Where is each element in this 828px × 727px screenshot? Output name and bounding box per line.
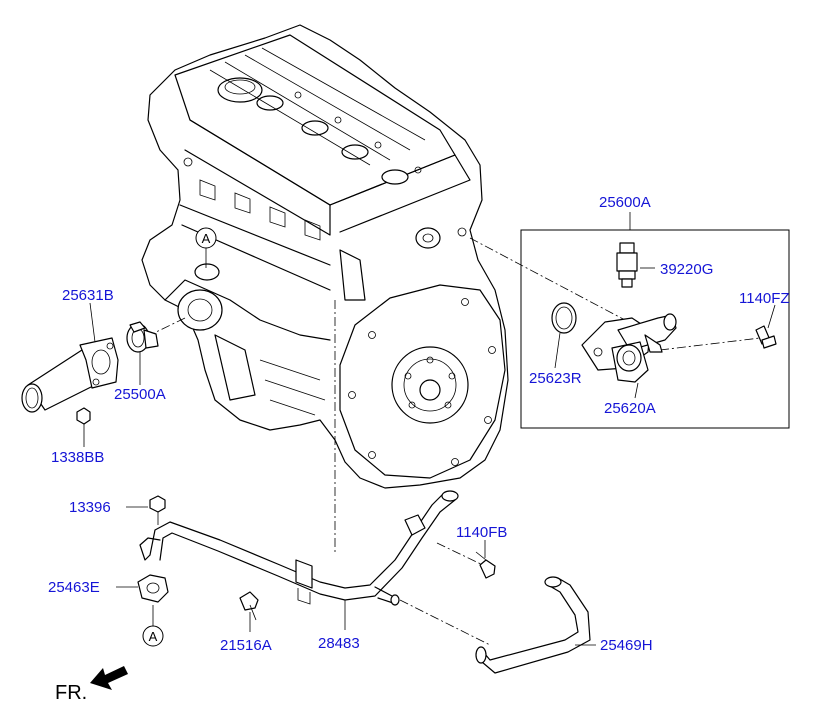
label-1338bb[interactable]: 1338BB xyxy=(51,449,105,466)
bolt-1140fz xyxy=(755,304,777,349)
thermostat-cover xyxy=(21,302,119,413)
hose-25469h xyxy=(475,576,596,674)
reference-marker-bottom-text: A xyxy=(149,629,158,644)
label-25623r[interactable]: 25623R xyxy=(529,370,582,387)
label-25631b[interactable]: 25631B xyxy=(62,287,114,304)
label-21516a[interactable]: 21516A xyxy=(220,637,272,654)
engine-block xyxy=(141,24,509,489)
water-pipe-28483 xyxy=(139,490,459,630)
label-25463e[interactable]: 25463E xyxy=(48,579,100,596)
front-indicator-label: FR. xyxy=(55,682,88,704)
label-39220g[interactable]: 39220G xyxy=(660,261,714,278)
nut-1338bb xyxy=(76,407,91,447)
water-outlet-fitting xyxy=(581,313,677,399)
label-25600a[interactable]: 25600A xyxy=(599,194,651,211)
gasket-25463e xyxy=(116,574,169,603)
fitting-assembly-box xyxy=(520,212,790,429)
reference-marker-top-text: A xyxy=(202,231,211,246)
thermostat xyxy=(126,321,159,385)
reference-marker-bottom: A xyxy=(142,605,164,647)
temperature-sensor xyxy=(616,242,655,288)
reference-marker-top: A xyxy=(195,227,217,268)
label-25620a[interactable]: 25620A xyxy=(604,400,656,417)
assembly-lines xyxy=(149,237,761,646)
label-1140fz[interactable]: 1140FZ xyxy=(739,290,790,307)
label-1140fb[interactable]: 1140FB xyxy=(456,524,508,541)
label-25500a[interactable]: 25500A xyxy=(114,386,166,403)
label-28483[interactable]: 28483 xyxy=(318,635,360,652)
bolt-1140fb xyxy=(475,540,496,579)
label-25469h[interactable]: 25469H xyxy=(600,637,653,654)
label-13396[interactable]: 13396 xyxy=(69,499,111,516)
front-arrow-icon xyxy=(90,666,128,690)
o-ring-gasket xyxy=(551,302,577,369)
bolt-13396 xyxy=(126,495,166,525)
bolt-21516a xyxy=(239,591,259,632)
